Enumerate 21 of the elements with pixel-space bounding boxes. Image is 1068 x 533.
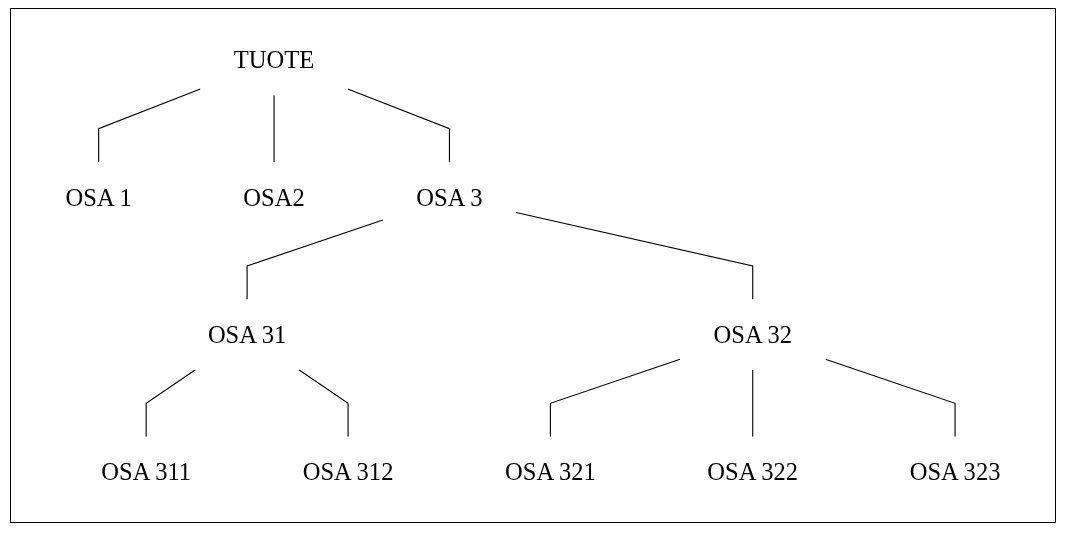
- connector: [824, 358, 956, 437]
- connector: [752, 368, 754, 437]
- node-text: TUOTE: [233, 45, 315, 74]
- node-text: OSA 312: [302, 457, 394, 486]
- connector: [347, 87, 450, 163]
- connector: [246, 218, 384, 300]
- node-text: OSA 3: [416, 182, 483, 211]
- connector: [549, 358, 681, 437]
- node-text: OSA 32: [713, 320, 792, 349]
- node-text: OSA 1: [65, 182, 132, 211]
- node-text: OSA 31: [207, 320, 287, 349]
- node-text: OSA 322: [707, 457, 799, 486]
- connector: [145, 368, 196, 437]
- connector: [515, 211, 754, 300]
- node-text: OSA 321: [505, 457, 596, 486]
- connector: [298, 368, 349, 437]
- node-text: OSA 311: [101, 457, 192, 486]
- node-text: OSA 323: [909, 457, 1001, 486]
- node-text: OSA2: [243, 182, 305, 211]
- diagram-frame: TUOTE OSA 1 OSA2 OSA 3 OSA 31 OSA 32 OSA 311 OSA 312 OSA 321 OSA 322 OSA 323: [10, 8, 1056, 523]
- connector: [98, 87, 201, 163]
